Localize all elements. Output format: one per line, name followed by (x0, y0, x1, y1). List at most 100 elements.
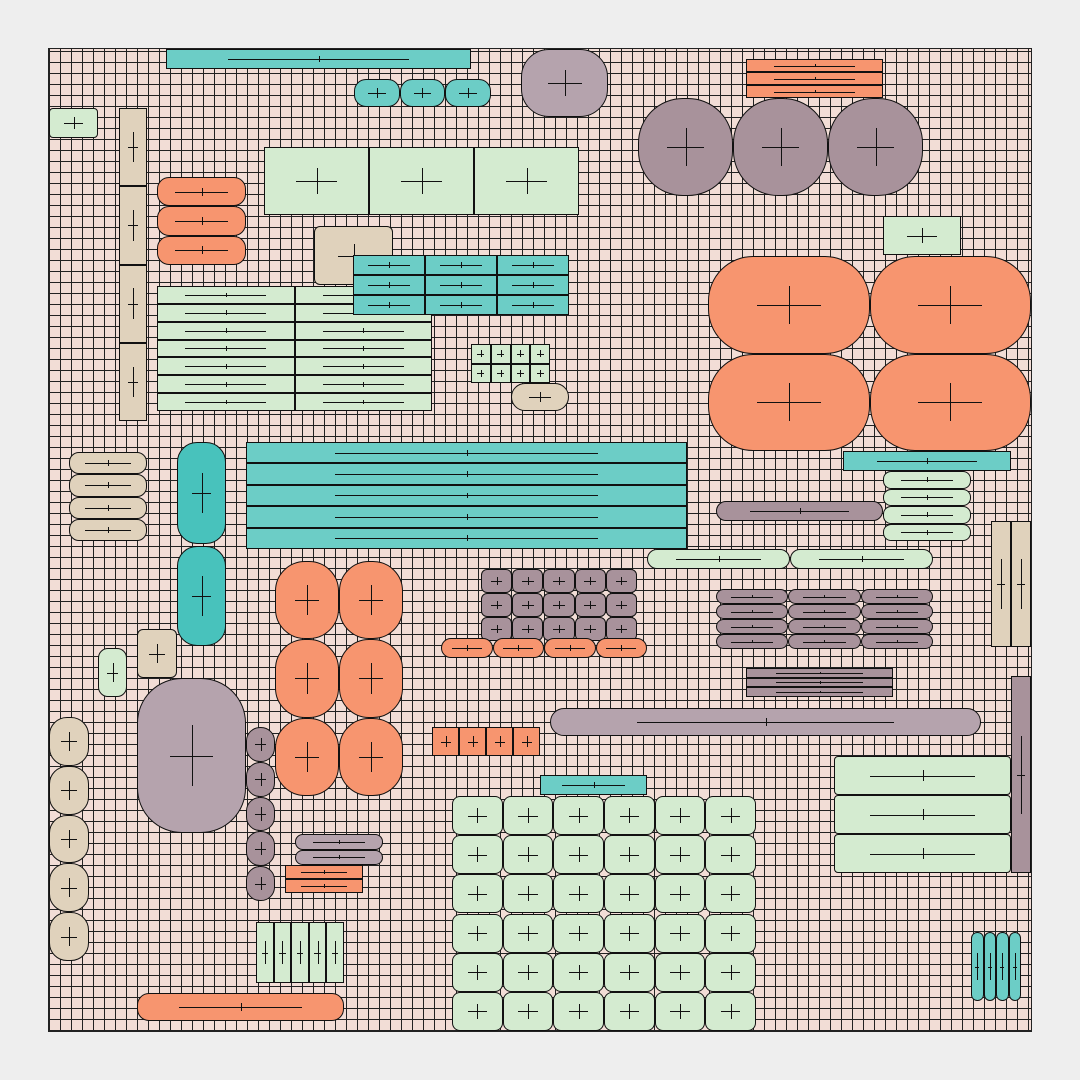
green-grid-cell (157, 321, 295, 340)
salmon-lines-cell (746, 85, 883, 98)
mauve-dots-cell (246, 761, 275, 797)
mauve-tall-cell (1011, 676, 1031, 873)
mauve-pills-cell (716, 589, 789, 604)
green-minigrid-cell (471, 363, 491, 383)
salmon-circle-grid-cell (339, 561, 403, 640)
salmon-pills-large-cell (708, 256, 870, 354)
teal-panel-cell (246, 527, 687, 549)
salmon-circle-grid-cell (275, 639, 339, 718)
mauve-pills-cell (716, 634, 789, 649)
green-minigrid-cell (510, 344, 531, 364)
green-button-grid-cell (705, 913, 756, 953)
green-pills-cell (883, 523, 971, 541)
green-button-grid-cell (654, 991, 706, 1031)
mauve-grid-cell (481, 593, 513, 617)
green-button-grid-cell (654, 913, 706, 953)
teal-slats-cell (971, 932, 984, 1001)
green-slats-cell (308, 922, 327, 983)
teal-grid-cell (497, 275, 569, 295)
green-slats-cell (326, 922, 344, 983)
teal-strip-cell (843, 451, 1011, 471)
green-button-grid-cell (553, 991, 604, 1031)
mauve-pills-cell (860, 619, 933, 634)
salmon-pill-stack-cell (157, 235, 246, 265)
green-button-grid-cell (654, 952, 706, 992)
salmon-pill-stack-cell (157, 206, 246, 236)
green-button-grid-cell (604, 874, 655, 914)
green-button-grid-cell (502, 835, 554, 875)
mauve-grid-cell (512, 593, 544, 617)
green-grid-cell (294, 375, 432, 394)
salmon-rows-cell (285, 865, 363, 879)
mauve-grid-cell (605, 617, 637, 641)
beige-small-cell (137, 629, 177, 678)
salmon-bar-cell (137, 993, 344, 1021)
green-grid-cell (294, 321, 432, 340)
beige-circles-cell (49, 863, 89, 913)
green-button-grid-cell (452, 952, 503, 992)
mauve-grid-cell (605, 569, 637, 593)
mauve-pills-cell (860, 634, 933, 649)
green-grid-cell (157, 357, 295, 376)
green-grid-cell (157, 286, 295, 304)
teal-top-bar-cell (166, 49, 471, 69)
beige-circles-cell (49, 717, 89, 766)
green-header-cell (369, 147, 474, 215)
mauve-pills-cell (716, 619, 789, 634)
green-button-grid-cell (705, 991, 756, 1031)
teal-pills-cell (445, 79, 491, 107)
salmon-small-pills-cell (492, 638, 544, 658)
green-button-grid-cell (654, 874, 706, 914)
green-rows-cell (834, 834, 1011, 873)
salmon-row-cell (432, 727, 459, 756)
teal-grid-cell (425, 275, 497, 295)
mauve-lines-cell (746, 677, 893, 688)
salmon-pills-large-cell (708, 353, 870, 451)
salmon-rows-cell (285, 879, 363, 893)
mauve-lines-cell (746, 668, 893, 678)
green-rows-cell (834, 756, 1011, 795)
beige-circles-cell (49, 912, 89, 961)
beige-column-cell (119, 108, 147, 187)
beige-pills-cell (69, 518, 147, 541)
green-minigrid-cell (530, 344, 550, 364)
mauve-pills-cell (788, 604, 861, 619)
green-minigrid-cell (490, 363, 511, 383)
teal-grid-cell (497, 255, 569, 275)
green-button-grid-cell (502, 874, 554, 914)
green-bar-cell (647, 549, 790, 569)
beige-column-cell (119, 186, 147, 265)
green-grid-cell (157, 393, 295, 411)
green-button-grid-cell (452, 913, 503, 953)
green-slats-cell (256, 922, 274, 983)
mauve-pills-cell (788, 634, 861, 649)
mauve-dots-cell (246, 866, 275, 901)
mauve-pills-cell (860, 604, 933, 619)
mauve-circles-cell (828, 98, 923, 196)
salmon-circle-grid-cell (275, 561, 339, 640)
mauve-grid-cell (543, 593, 575, 617)
green-button-grid-cell (553, 796, 604, 836)
green-button-grid-cell (502, 913, 554, 953)
salmon-pill-stack-cell (157, 177, 246, 207)
green-button-grid-cell (452, 796, 503, 836)
green-button-grid-cell (654, 835, 706, 875)
teal-panel-cell (246, 442, 687, 464)
salmon-circle-grid-cell (275, 717, 339, 796)
green-button-grid-cell (553, 913, 604, 953)
teal-slats-cell (983, 932, 996, 1001)
mauve-dots-cell (246, 727, 275, 762)
teal-grid-cell (353, 275, 425, 295)
salmon-row-cell (486, 727, 513, 756)
teal-pills-cell (354, 79, 400, 107)
green-button-grid-cell (553, 874, 604, 914)
green-button-grid-cell (604, 835, 655, 875)
green-grid-cell (157, 375, 295, 394)
teal-grid-cell (497, 295, 569, 315)
mauve-long-pill-cell (550, 708, 981, 736)
mauve-square-cell (521, 49, 608, 117)
green-small-2-cell (883, 216, 961, 255)
beige-column-cell (119, 342, 147, 421)
beige-pill-cell (511, 383, 569, 411)
beige-pills-cell (69, 496, 147, 519)
